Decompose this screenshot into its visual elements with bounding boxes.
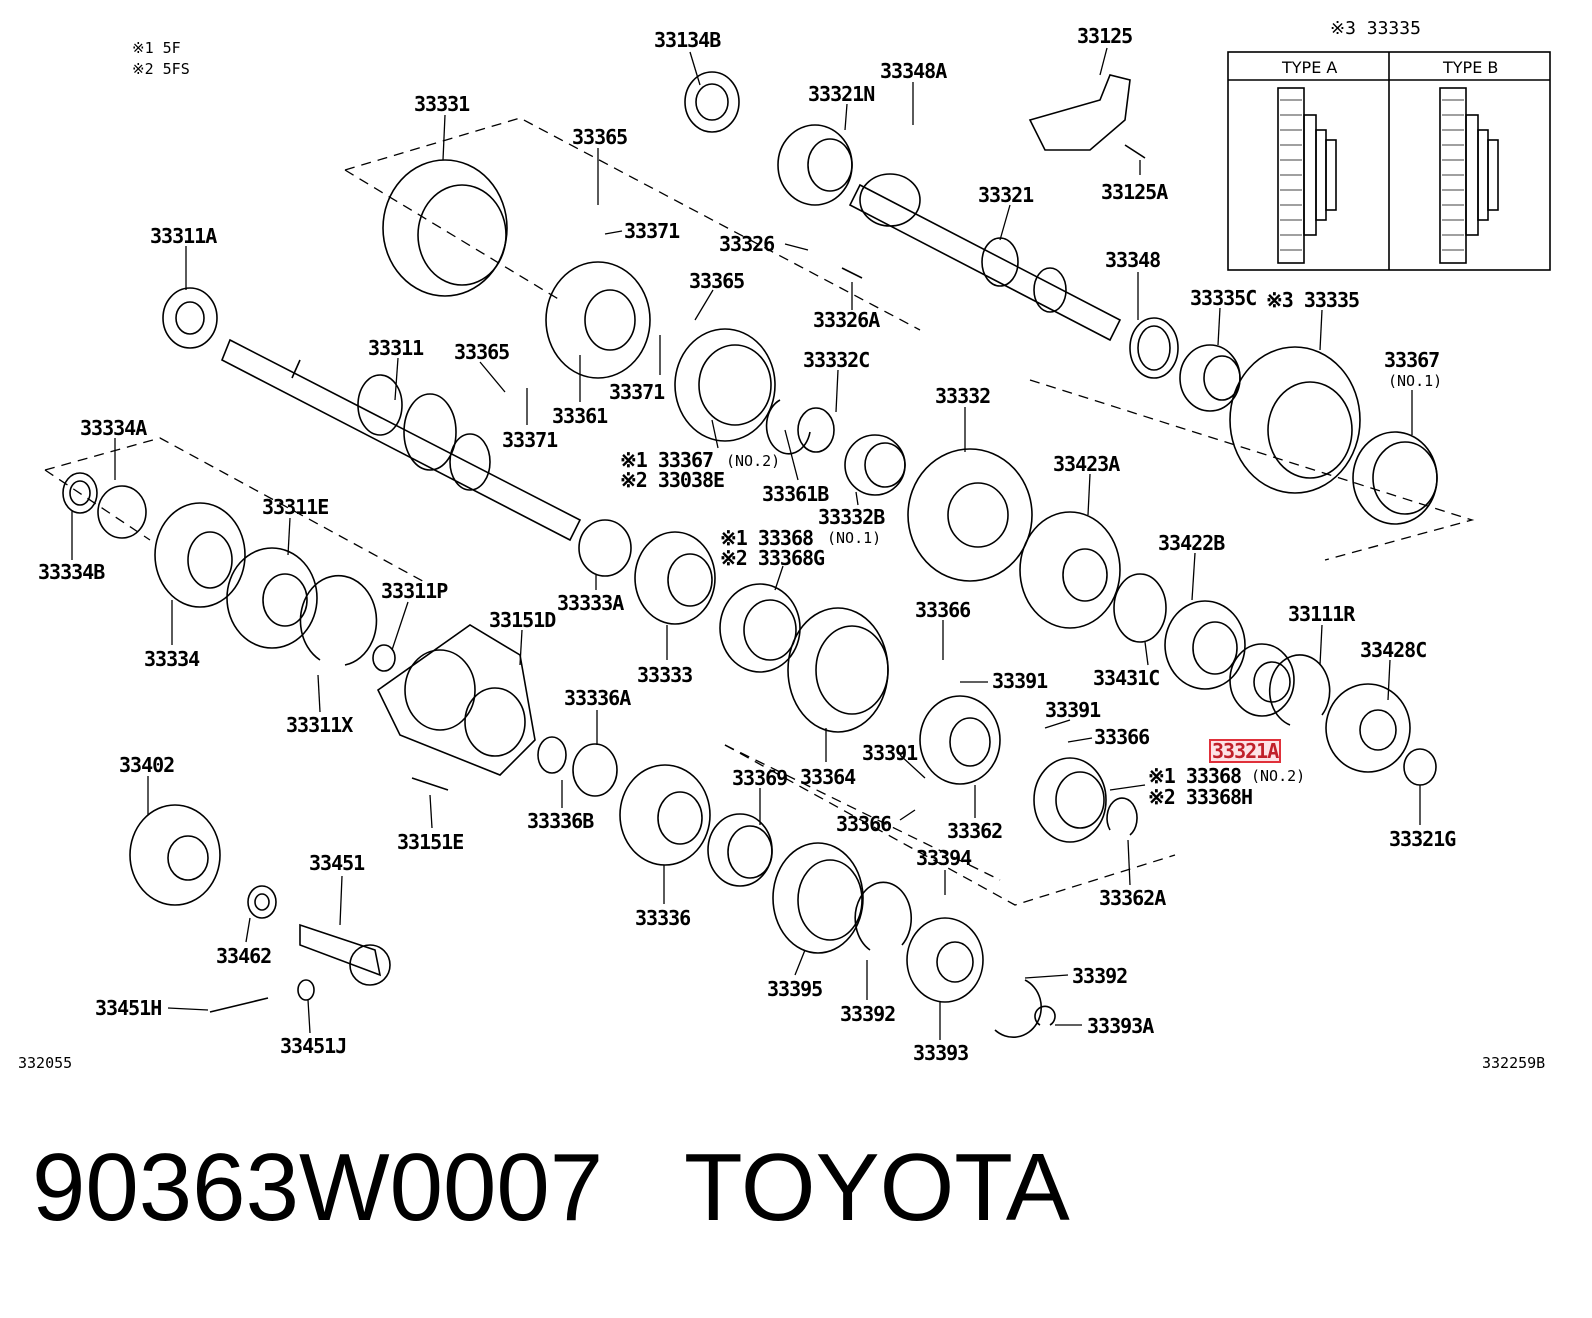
part-label[interactable]: 33331 — [414, 92, 470, 116]
part-label[interactable]: 33311P — [381, 579, 448, 603]
part-label[interactable]: 33335C — [1190, 286, 1257, 310]
part-label[interactable]: 33462 — [216, 944, 272, 968]
part-label[interactable]: 33367 — [1384, 348, 1440, 372]
part-label[interactable]: 33334B — [38, 560, 105, 584]
assembly-group-outlines — [44, 117, 1475, 906]
highlighted-part-label[interactable]: 33321A — [1209, 739, 1282, 763]
part-label[interactable]: 33366 — [1094, 725, 1150, 749]
part-label[interactable]: 33364 — [800, 765, 856, 789]
inset-title: ※3 33335 — [1330, 18, 1421, 39]
part-label[interactable]: 33311 — [368, 336, 424, 360]
part-label[interactable]: ※2 33368H — [1148, 785, 1253, 809]
part-label[interactable]: 33395 — [767, 977, 823, 1001]
part-note: (NO.2) — [726, 452, 781, 470]
part-label[interactable]: 33422B — [1158, 531, 1225, 555]
part-label[interactable]: 33333 — [637, 663, 693, 687]
part-label[interactable]: 33333A — [557, 591, 624, 615]
part-label[interactable]: 33311X — [286, 713, 353, 737]
part-label[interactable]: 33423A — [1053, 452, 1120, 476]
brand-caption: TOYOTA — [684, 1134, 1070, 1241]
part-label[interactable]: 33371 — [502, 428, 558, 452]
part-label[interactable]: 33361B — [762, 482, 829, 506]
part-label[interactable]: 33151E — [397, 830, 464, 854]
reverse-idler-shaft — [299, 923, 391, 986]
part-label[interactable]: 33151D — [489, 608, 556, 632]
part-label[interactable]: 33365 — [689, 269, 745, 293]
part-label[interactable]: 33392 — [840, 1002, 896, 1026]
part-label[interactable]: 33362 — [947, 819, 1003, 843]
part-label[interactable]: 33393 — [913, 1041, 969, 1065]
part-number-caption: 90363W0007 — [32, 1134, 604, 1241]
leader-lines — [71, 47, 1421, 1040]
part-label[interactable]: 33336A — [564, 686, 631, 710]
part-label[interactable]: 33334 — [144, 647, 200, 671]
part-label[interactable]: ※3 33335 — [1266, 288, 1360, 312]
part-label[interactable]: 33321N — [808, 82, 875, 106]
inset-type-b: TYPE B — [1443, 58, 1499, 77]
part-label[interactable]: 33393A — [1087, 1014, 1154, 1038]
part-note: (NO.1) — [1388, 372, 1443, 390]
ref-code-right: 332259B — [1482, 1054, 1546, 1072]
part-label[interactable]: 33451 — [309, 851, 365, 875]
part-label[interactable]: 33332 — [935, 384, 991, 408]
legend-line-1: ※1 5F — [132, 39, 181, 57]
part-label[interactable]: 33451H — [95, 996, 162, 1020]
part-note: (NO.1) — [827, 529, 882, 547]
part-label[interactable]: ※1 33368 — [720, 526, 814, 550]
part-label[interactable]: ※2 33368G — [720, 546, 825, 570]
part-label[interactable]: 33326A — [813, 308, 880, 332]
main-shaft-33311 — [220, 338, 582, 542]
part-label[interactable]: 33451J — [280, 1034, 347, 1058]
part-label[interactable]: 33371 — [609, 380, 665, 404]
part-label[interactable]: 33125 — [1077, 24, 1133, 48]
bracket-33125 — [1028, 74, 1131, 151]
part-label[interactable]: 33336B — [527, 809, 594, 833]
part-label[interactable]: 33428C — [1360, 638, 1427, 662]
bearing-retainer-plate — [376, 624, 536, 776]
part-label[interactable]: 33392 — [1072, 964, 1128, 988]
part-label[interactable]: 33348A — [880, 59, 947, 83]
part-label[interactable]: 33365 — [572, 125, 628, 149]
part-label[interactable]: 33391 — [1045, 698, 1101, 722]
ref-code-left: 332055 — [18, 1054, 73, 1072]
part-label[interactable]: 33391 — [862, 741, 918, 765]
inset-box — [1227, 51, 1551, 271]
part-label[interactable]: 33332C — [803, 348, 870, 372]
part-label[interactable]: 33111R — [1288, 602, 1355, 626]
part-note: (NO.2) — [1251, 767, 1306, 785]
part-label[interactable]: 33365 — [454, 340, 510, 364]
gear-parts — [62, 71, 1438, 1038]
part-label[interactable]: ※1 33367 — [620, 448, 714, 472]
part-label[interactable]: 33321G — [1389, 827, 1456, 851]
part-label[interactable]: 33371 — [624, 219, 680, 243]
part-label[interactable]: 33362A — [1099, 886, 1166, 910]
part-label[interactable]: 33134B — [654, 28, 721, 52]
part-label[interactable]: 33348 — [1105, 248, 1161, 272]
part-label[interactable]: 33391 — [992, 669, 1048, 693]
part-label[interactable]: 33431C — [1093, 666, 1160, 690]
part-label[interactable]: 33332B — [818, 505, 885, 529]
part-label[interactable]: 33311E — [262, 495, 329, 519]
part-label[interactable]: 33311A — [150, 224, 217, 248]
part-label[interactable]: 33369 — [732, 766, 788, 790]
part-label[interactable]: 33326 — [719, 232, 775, 256]
bolts — [209, 144, 1146, 1013]
part-label[interactable]: 33394 — [916, 846, 972, 870]
part-label[interactable]: ※1 33368 — [1148, 764, 1242, 788]
part-label[interactable]: 33125A — [1101, 180, 1168, 204]
part-label[interactable]: ※2 33038E — [620, 468, 725, 492]
part-label[interactable]: 33321 — [978, 183, 1034, 207]
part-label[interactable]: 33366 — [836, 812, 892, 836]
part-label[interactable]: 33366 — [915, 598, 971, 622]
part-label[interactable]: 33361 — [552, 404, 608, 428]
inset-type-a: TYPE A — [1282, 58, 1338, 77]
legend-line-2: ※2 5FS — [132, 60, 190, 78]
part-label[interactable]: 33334A — [80, 416, 147, 440]
part-label[interactable]: 33336 — [635, 906, 691, 930]
part-label[interactable]: 33402 — [119, 753, 175, 777]
